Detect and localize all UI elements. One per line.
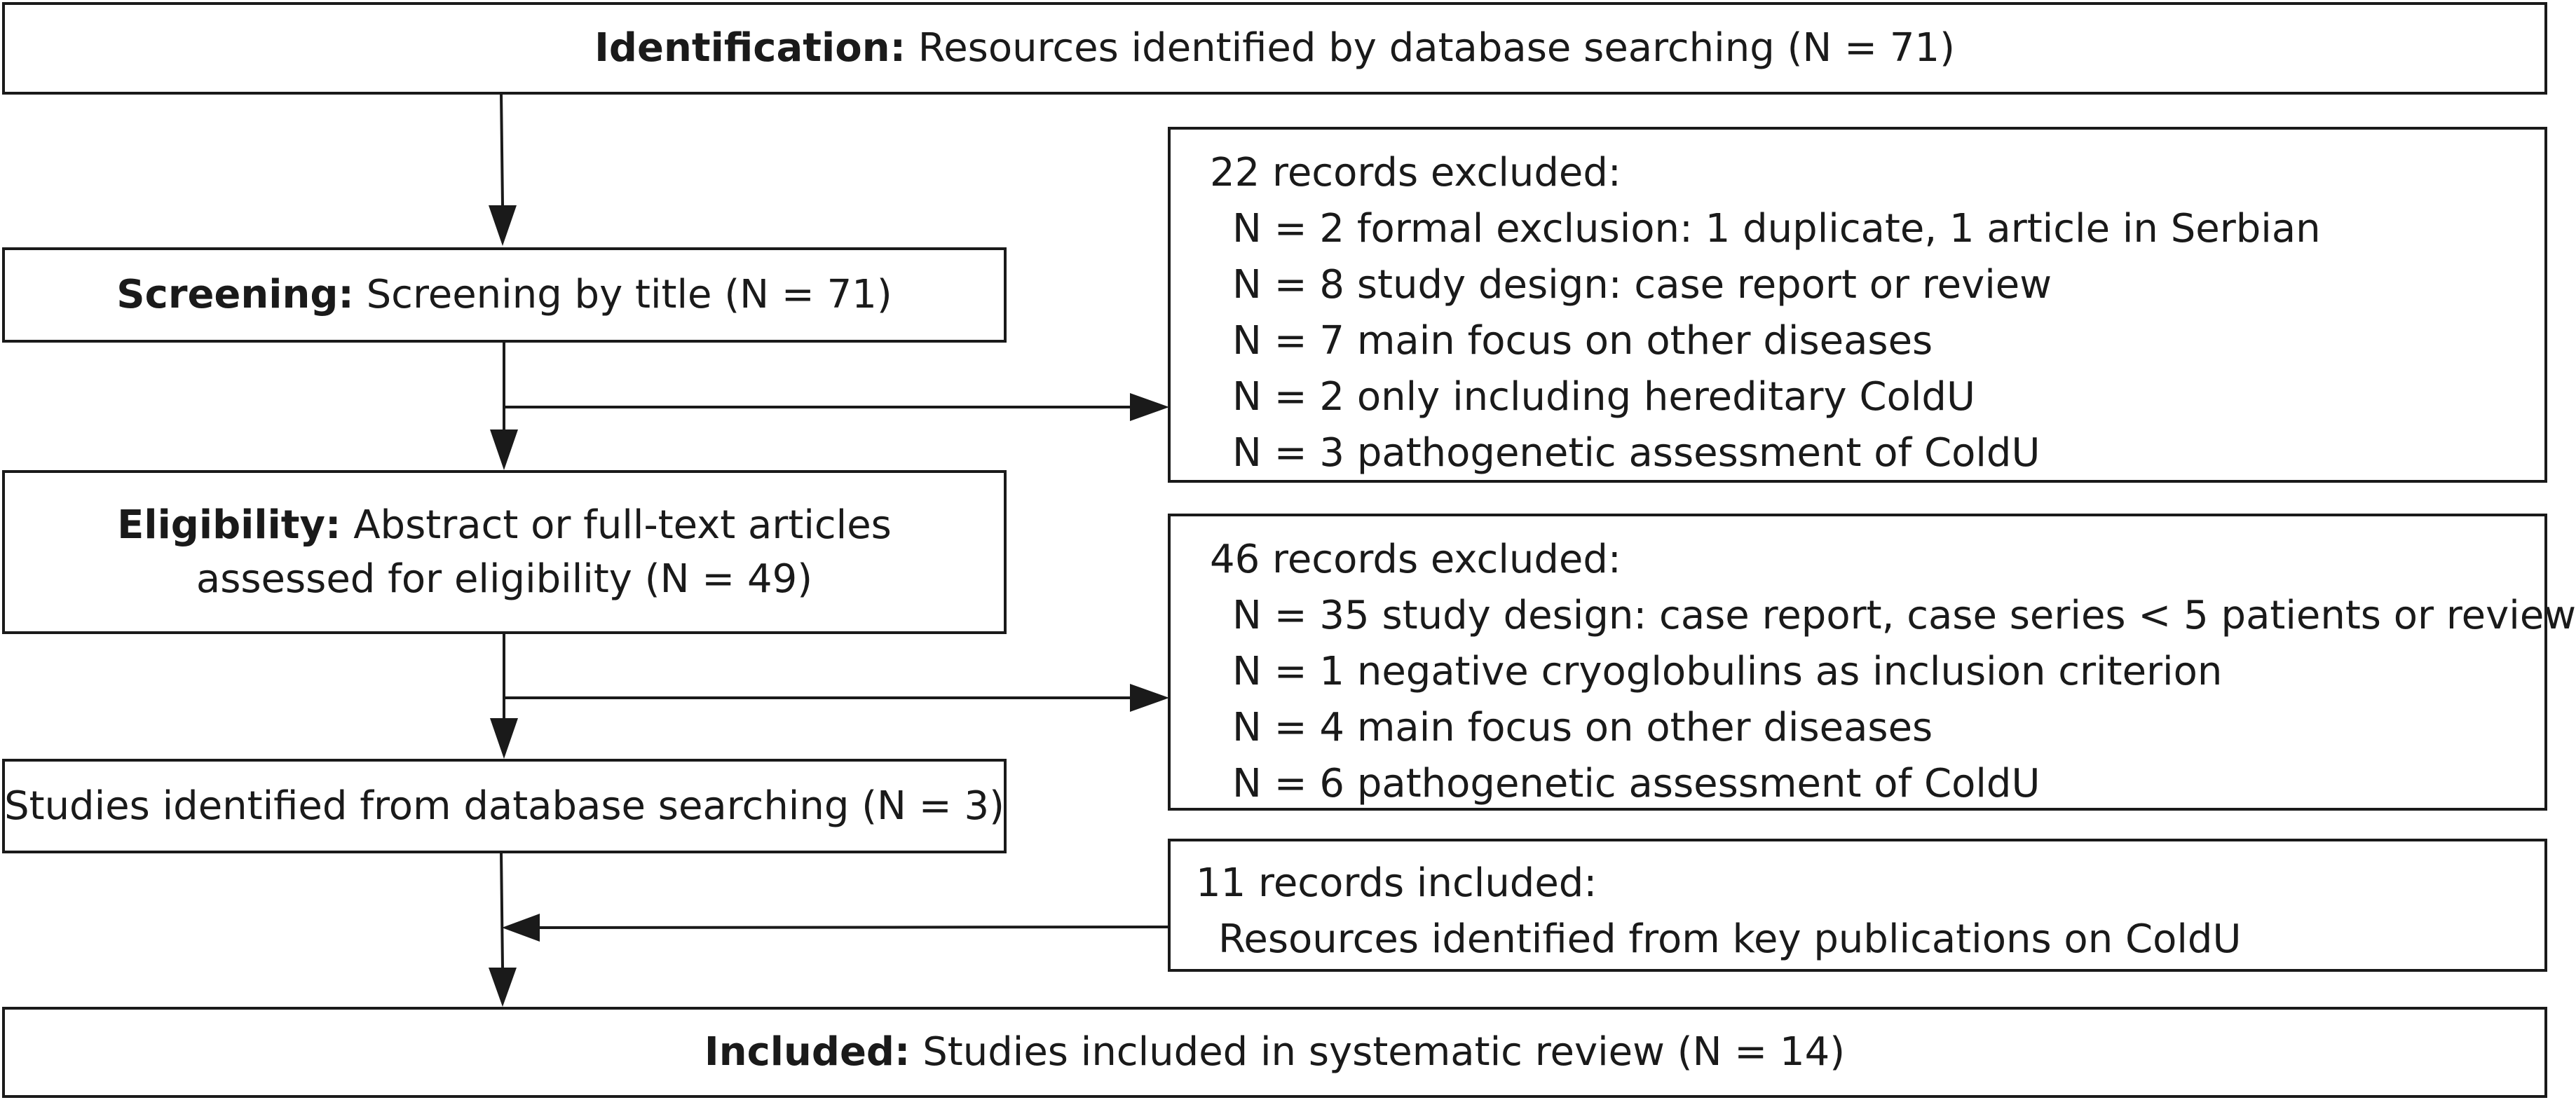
studies-identified-text: Studies identified from database searchi…	[4, 783, 1004, 829]
arrowhead-excluded-second	[1130, 684, 1169, 712]
identification-description: Resources identified by database searchi…	[906, 25, 1955, 71]
excluded-records-box-second: 46 records excluded: N = 35 study design…	[1168, 514, 2576, 811]
screening-box: Screening: Screening by title (N = 71)	[2, 247, 1007, 343]
screening-label: Screening:	[116, 272, 354, 318]
excluded-first-item: N = 7 main focus on other diseases	[1232, 318, 1933, 364]
arrow-included-extra-to-flow	[539, 926, 1170, 929]
excluded-first-item: N = 8 study design: case report or revie…	[1232, 262, 2052, 308]
screening-description: Screening by title (N = 71)	[353, 272, 892, 318]
arrowhead-screening	[489, 205, 517, 246]
included-box: Included: Studies included in systematic…	[2, 1007, 2547, 1098]
excluded-second-item: N = 6 pathogenetic assessment of ColdU	[1232, 761, 2040, 806]
identification-box: Identification: Resources identified by …	[2, 2, 2547, 95]
eligibility-label: Eligibility:	[117, 502, 341, 548]
eligibility-text: Eligibility: Abstract or full-text artic…	[29, 498, 980, 607]
arrowhead-included	[489, 968, 517, 1007]
excluded-first-item: N = 2 only including hereditary ColdU	[1232, 374, 1975, 420]
arrow-studies-to-included	[500, 851, 504, 968]
excluded-first-item: N = 2 formal exclusion: 1 duplicate, 1 a…	[1232, 206, 2321, 252]
included-extra-item: Resources identified from key publicatio…	[1218, 916, 2242, 962]
excluded-second-title: 46 records excluded:	[1210, 537, 1621, 582]
arrowhead-eligibility	[490, 429, 518, 470]
excluded-second-item: N = 1 negative cryoglobulins as inclusio…	[1232, 649, 2223, 694]
included-description: Studies included in systematic review (N…	[910, 1029, 1846, 1075]
screening-text: Screening: Screening by title (N = 71)	[116, 268, 892, 322]
arrowhead-excluded-first	[1130, 393, 1169, 421]
included-label: Included:	[704, 1029, 911, 1075]
excluded-first-title: 22 records excluded:	[1210, 150, 1621, 195]
eligibility-description: Abstract or full-text articles assessed …	[196, 502, 892, 602]
eligibility-box: Eligibility: Abstract or full-text artic…	[2, 470, 1007, 634]
arrow-identification-to-screening	[500, 92, 504, 206]
identification-text: Identification: Resources identified by …	[594, 21, 1955, 75]
arrowhead-included-extra	[502, 914, 540, 942]
excluded-second-item: N = 4 main focus on other diseases	[1232, 705, 1933, 750]
included-text: Included: Studies included in systematic…	[704, 1025, 1845, 1079]
studies-identified-box: Studies identified from database searchi…	[2, 759, 1007, 853]
included-extra-title: 11 records included:	[1196, 860, 1597, 906]
excluded-first-item: N = 3 pathogenetic assessment of ColdU	[1232, 430, 2040, 476]
arrowhead-studies	[490, 718, 518, 759]
identification-label: Identification:	[594, 25, 906, 71]
included-records-box: 11 records included: Resources identifie…	[1168, 839, 2547, 972]
excluded-second-item: N = 35 study design: case report, case s…	[1232, 593, 2576, 638]
excluded-records-box-first: 22 records excluded: N = 2 formal exclus…	[1168, 127, 2547, 483]
